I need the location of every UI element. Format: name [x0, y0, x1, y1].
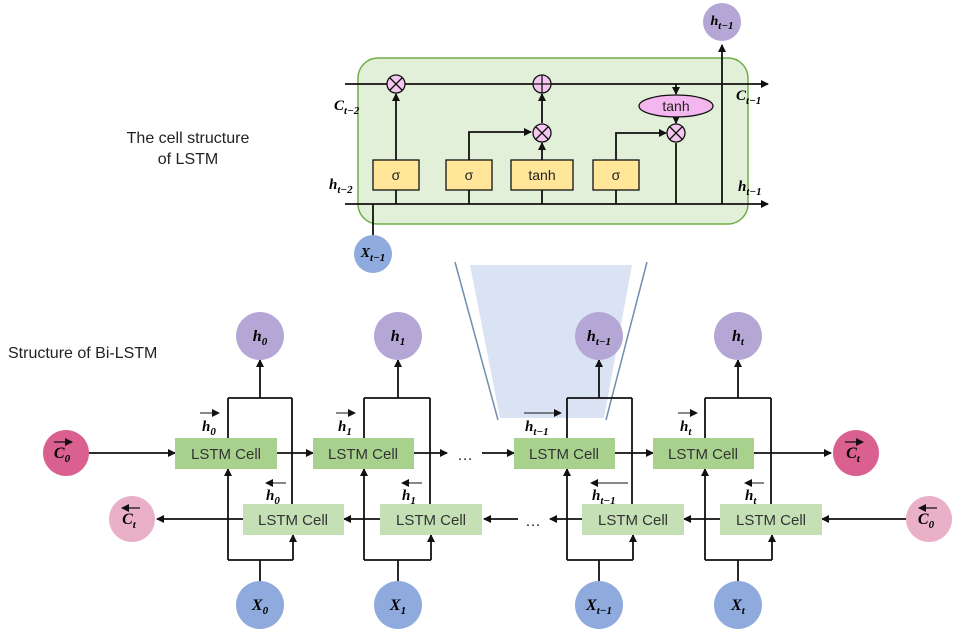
zoom-line-left — [454, 261, 499, 421]
svg-text:ht: ht — [680, 419, 692, 438]
svg-text:LSTM Cell: LSTM Cell — [191, 446, 261, 463]
input-node-1: X1 — [374, 581, 422, 629]
h-out-label: ht−1 — [738, 179, 762, 198]
candidate-gate: tanh — [510, 159, 574, 191]
backward-lstm-cell-0: LSTM Cell — [243, 504, 344, 535]
backward-hidden-label-2: ht−1 — [590, 479, 628, 507]
backward-c-end-node: Ct — [109, 496, 155, 542]
forward-hidden-label-1: h1 — [336, 409, 356, 438]
svg-text:h0: h0 — [266, 488, 280, 507]
svg-text:LSTM Cell: LSTM Cell — [258, 512, 328, 529]
backward-hidden-label-3: ht — [744, 479, 764, 507]
output-node-0: h0 — [236, 312, 284, 360]
svg-text:Ct: Ct — [846, 445, 861, 465]
svg-text:C0: C0 — [54, 445, 71, 465]
input-node-3: Xt — [714, 581, 762, 629]
svg-text:LSTM Cell: LSTM Cell — [598, 512, 668, 529]
bilstm-column-1 — [360, 359, 435, 585]
c-out-label: Ct−1 — [736, 88, 761, 107]
lstm-cell-detail-box — [357, 57, 749, 225]
svg-text:h0: h0 — [253, 328, 268, 348]
svg-text:LSTM Cell: LSTM Cell — [736, 512, 806, 529]
cell-structure-title: The cell structure of LSTM — [108, 128, 268, 170]
forward-hidden-label-0: h0 — [200, 409, 220, 438]
svg-text:Xt: Xt — [730, 597, 746, 617]
svg-text:ht−1: ht−1 — [587, 328, 611, 348]
zoom-line-right — [605, 261, 648, 421]
svg-text:LSTM Cell: LSTM Cell — [529, 446, 599, 463]
svg-text:Xt−1: Xt−1 — [585, 597, 612, 617]
input-node-2: Xt−1 — [575, 581, 623, 629]
h-in-label: ht−2 — [329, 177, 353, 196]
svg-text:X1: X1 — [389, 597, 406, 617]
bilstm-title: Structure of Bi-LSTM — [8, 345, 158, 362]
c-in-label: Ct−2 — [334, 98, 360, 117]
h-top-node: ht−1 — [703, 3, 741, 41]
output-node-3: ht — [714, 312, 762, 360]
svg-text:LSTM Cell: LSTM Cell — [668, 446, 738, 463]
candidate-gate-label: tanh — [528, 167, 555, 183]
input-multiply-op — [532, 123, 552, 143]
svg-text:ht−1: ht−1 — [525, 419, 549, 438]
backward-hidden-label-1: h1 — [401, 479, 422, 507]
forward-lstm-cell-2: LSTM Cell — [514, 438, 615, 469]
output-gate-label: σ — [612, 167, 621, 183]
zoom-trapezoid — [470, 265, 632, 418]
input-gate-wire — [468, 128, 532, 160]
h-top-label: ht−1 — [710, 14, 733, 32]
svg-text:ht: ht — [732, 328, 745, 348]
backward-hidden-label-0: h0 — [265, 479, 286, 507]
cell-add-op — [532, 74, 552, 94]
forward-lstm-cell-0: LSTM Cell — [175, 438, 277, 469]
bilstm-column-3 — [701, 359, 776, 585]
forward-ellipsis: … — [457, 447, 473, 464]
bilstm-column-2 — [563, 359, 637, 585]
svg-text:ht−1: ht−1 — [592, 488, 616, 507]
cell-structure-title-line1: The cell structure — [126, 130, 250, 147]
svg-text:h0: h0 — [202, 419, 216, 438]
forward-c-end-node: Ct — [833, 430, 879, 476]
forward-c-start-node: C0 — [43, 430, 89, 476]
svg-text:h1: h1 — [391, 328, 405, 348]
output-multiply-op — [666, 123, 686, 143]
output-tanh-label: tanh — [662, 98, 689, 114]
svg-text:LSTM Cell: LSTM Cell — [328, 446, 398, 463]
output-gate-wire — [615, 129, 667, 160]
forget-gate-label: σ — [392, 167, 401, 183]
input-gate-label: σ — [465, 167, 474, 183]
input-gate: σ — [445, 159, 493, 191]
output-node-2: ht−1 — [575, 312, 623, 360]
input-node-0: X0 — [236, 581, 284, 629]
svg-text:ht: ht — [745, 488, 757, 507]
cell-structure-title-line2: of LSTM — [157, 151, 219, 168]
svg-text:h1: h1 — [402, 488, 416, 507]
backward-lstm-cell-3: LSTM Cell — [720, 504, 822, 535]
forward-lstm-cell-1: LSTM Cell — [313, 438, 414, 469]
forward-hidden-label-3: ht — [678, 409, 698, 438]
output-node-1: h1 — [374, 312, 422, 360]
backward-lstm-cell-2: LSTM Cell — [582, 504, 684, 535]
backward-c-start-node: C0 — [906, 496, 952, 542]
svg-text:Ct: Ct — [122, 511, 137, 531]
backward-lstm-cell-1: LSTM Cell — [380, 504, 482, 535]
forward-lstm-cell-3: LSTM Cell — [653, 438, 754, 469]
forward-hidden-label-2: ht−1 — [524, 409, 562, 438]
svg-text:X0: X0 — [251, 597, 269, 617]
backward-ellipsis: … — [525, 513, 541, 530]
output-gate: σ — [592, 159, 640, 191]
svg-text:LSTM Cell: LSTM Cell — [396, 512, 466, 529]
svg-text:h1: h1 — [338, 419, 352, 438]
x-input-node: Xt−1 — [354, 235, 392, 273]
x-input-label: Xt−1 — [360, 246, 386, 264]
forget-gate: σ — [372, 159, 420, 191]
svg-text:C0: C0 — [918, 511, 935, 531]
output-tanh-op — [638, 94, 714, 118]
bilstm-column-0 — [224, 359, 297, 585]
forget-multiply-op — [386, 74, 406, 94]
